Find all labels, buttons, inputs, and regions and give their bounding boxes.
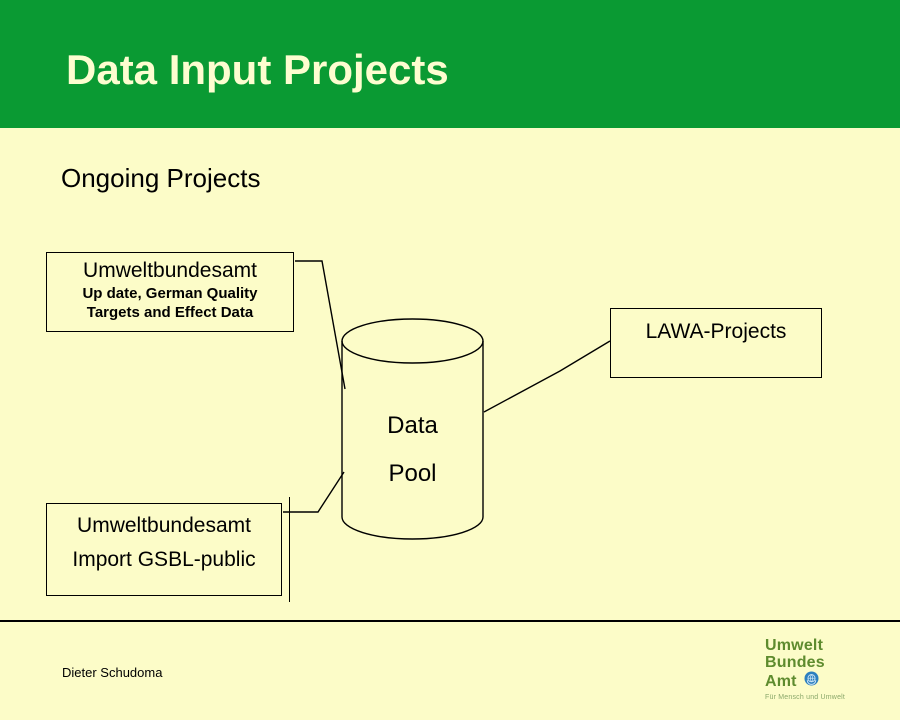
node-umweltbundesamt-update[interactable]: Umweltbundesamt Up date, German Quality … (46, 252, 294, 332)
node-import-edge-rule (289, 497, 290, 602)
connector-pool-to-lawa (483, 340, 611, 413)
logo-line-3: Amt (765, 672, 797, 690)
slide-header-band (0, 0, 900, 128)
node-detail-line-2: Targets and Effect Data (86, 304, 254, 321)
globe-laurel-emblem-icon (804, 671, 819, 691)
node-title: LAWA-Projects (645, 320, 787, 343)
node-umweltbundesamt-import[interactable]: Umweltbundesamt Import GSBL-public (46, 503, 282, 596)
umweltbundesamt-logo: Umwelt Bundes Amt Für Mensch und Umwelt (765, 637, 885, 709)
footer-divider (0, 620, 900, 622)
node-lawa-projects[interactable]: LAWA-Projects (610, 308, 822, 378)
logo-tagline: Für Mensch und Umwelt (765, 694, 846, 701)
page-title: Data Input Projects (66, 46, 449, 93)
connector-update-to-pool (295, 260, 346, 390)
node-title: Umweltbundesamt (77, 514, 251, 537)
logo-line-1: Umwelt (765, 637, 824, 654)
logo-line-2: Bundes (765, 654, 825, 671)
footer-author: Dieter Schudoma (62, 665, 163, 680)
connector-import-to-pool (283, 471, 345, 513)
node-title: Umweltbundesamt (83, 259, 257, 282)
node-detail-line-1: Up date, German Quality (82, 285, 258, 302)
node-detail-line-1: Import GSBL-public (72, 548, 256, 571)
section-subtitle: Ongoing Projects (61, 163, 261, 193)
node-data-pool-cylinder[interactable] (341, 318, 484, 540)
data-pool-label-line-2: Pool (388, 460, 437, 487)
data-pool-label-line-1: Data (387, 412, 438, 439)
